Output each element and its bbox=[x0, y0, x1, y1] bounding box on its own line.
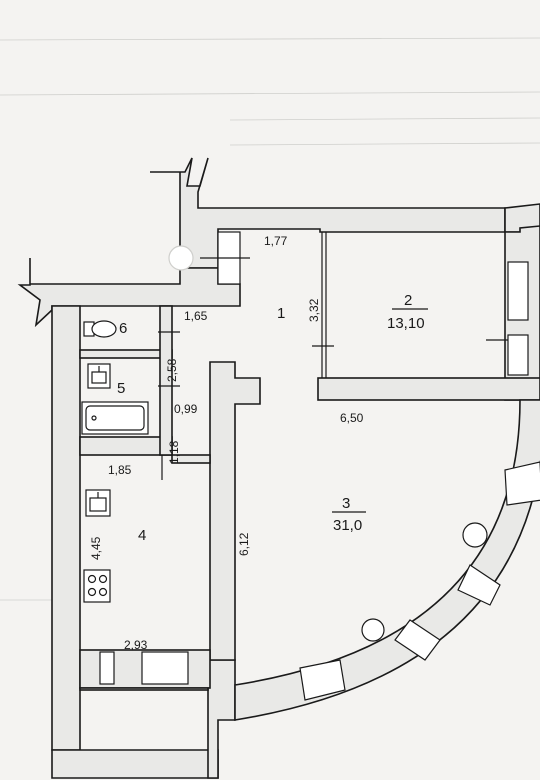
windows-room2 bbox=[507, 261, 529, 376]
top-wall-right bbox=[504, 203, 540, 233]
fixtures bbox=[81, 245, 488, 642]
bottom-right-wall bbox=[207, 659, 236, 779]
wall-room2-room3 bbox=[317, 377, 540, 401]
column-room3-right bbox=[462, 522, 488, 548]
bathtub-icon bbox=[81, 401, 149, 435]
wall-bathrooms-right bbox=[159, 305, 173, 456]
dim-0-99: 0,99 bbox=[174, 402, 198, 416]
top-wall-left bbox=[150, 157, 506, 269]
left-upper-wall bbox=[17, 258, 241, 328]
dim-3-32: 3,32 bbox=[307, 298, 321, 322]
toilet-icon bbox=[83, 320, 117, 338]
room-3-area: 31,0 bbox=[333, 517, 362, 534]
sink-icon-bathroom bbox=[87, 363, 111, 389]
dimension-ticks bbox=[158, 257, 250, 480]
dim-1-77: 1,77 bbox=[264, 234, 288, 248]
room-6-number: 6 bbox=[119, 320, 127, 337]
room-4-number: 4 bbox=[138, 527, 146, 544]
partition-room1-room3 bbox=[209, 361, 261, 661]
room-3-number: 3 bbox=[342, 495, 350, 512]
room-labels: 1 2 13,10 3 31,0 4 5 6 bbox=[117, 292, 428, 544]
balcony-door bbox=[141, 651, 189, 685]
background-texture bbox=[0, 37, 540, 601]
bottom-wall bbox=[51, 749, 219, 779]
window-curve-1 bbox=[504, 461, 540, 506]
curved-windows bbox=[299, 461, 540, 701]
dim-1-85: 1,85 bbox=[108, 463, 132, 477]
curved-wall bbox=[234, 399, 540, 721]
dim-1-18: 1,18 bbox=[167, 440, 181, 464]
kitchen-window-lower bbox=[99, 651, 115, 685]
room-2-area: 13,10 bbox=[387, 315, 425, 332]
dimension-labels: 1,77 1,65 3,32 2,58 0,99 1,18 6,50 1,85 … bbox=[89, 234, 364, 652]
room-2-number: 2 bbox=[404, 292, 412, 309]
dim-2-58: 2,58 bbox=[165, 358, 179, 382]
curved-wall-band bbox=[234, 399, 540, 721]
entrance-column bbox=[168, 245, 194, 271]
room2-partition bbox=[312, 232, 508, 378]
column-room3-bottom bbox=[361, 618, 385, 642]
window-room2-lower bbox=[507, 334, 529, 376]
sink-icon-kitchen bbox=[85, 489, 111, 517]
interior-walls bbox=[79, 305, 540, 691]
window-curve-3 bbox=[394, 619, 441, 661]
stove-icon bbox=[83, 569, 111, 603]
balcony-rail bbox=[79, 687, 209, 691]
dim-4-45: 4,45 bbox=[89, 536, 103, 560]
room-5-number: 5 bbox=[117, 380, 125, 397]
wall-room5-room4 bbox=[79, 436, 173, 456]
wall-kitchen-right bbox=[171, 454, 211, 464]
dim-6-50: 6,50 bbox=[340, 411, 364, 425]
dim-2-93: 2,93 bbox=[124, 638, 148, 652]
dim-6-12: 6,12 bbox=[237, 532, 251, 556]
room-1-number: 1 bbox=[277, 305, 285, 322]
dim-1-65: 1,65 bbox=[184, 309, 208, 323]
left-wall bbox=[51, 305, 81, 751]
wall-room6-room5 bbox=[79, 349, 173, 359]
window-room2-upper bbox=[507, 261, 529, 321]
window-curve-4 bbox=[299, 659, 346, 701]
window-curve-2 bbox=[457, 564, 501, 606]
